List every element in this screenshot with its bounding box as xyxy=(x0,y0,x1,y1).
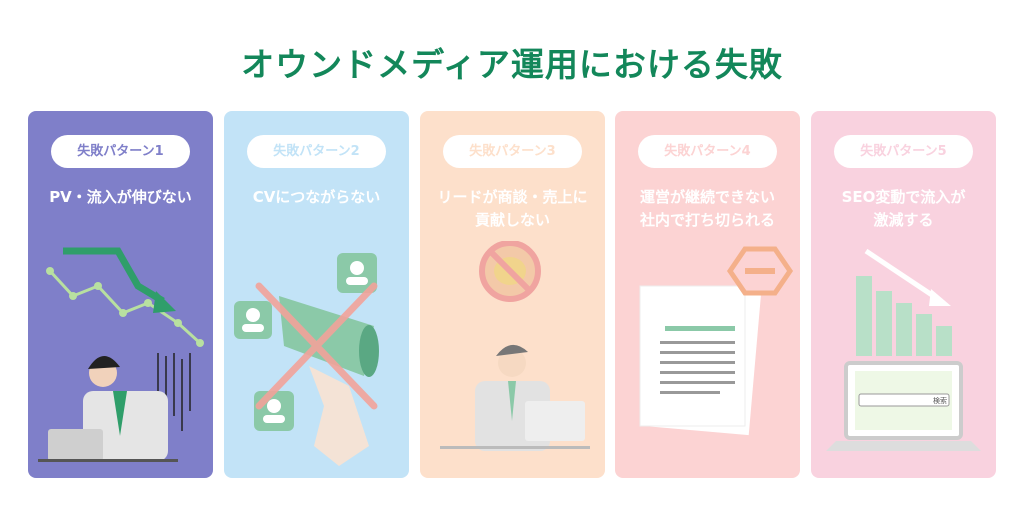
declining-chart-frustrated-person-icon xyxy=(38,247,204,462)
documents-stop-sign-icon xyxy=(639,246,794,436)
pattern-heading: SEO変動で流入が 激減する xyxy=(841,188,966,229)
declining-bars-laptop-search-icon: 検索 xyxy=(826,248,981,451)
card-pattern-5: 失敗パターン5 SEO変動で流入が 激減する 検索 xyxy=(811,111,996,478)
pattern-heading: リードが商談・売上に 貢献しない xyxy=(437,188,588,229)
pattern-heading: CVにつながらない xyxy=(252,188,381,206)
card-pattern-2: 失敗パターン2 CVにつながらない xyxy=(224,111,409,478)
pattern-badge: 失敗パターン5 xyxy=(834,135,973,168)
pattern-heading: PV・流入が伸びない xyxy=(49,188,192,206)
crossed-out-megaphone-icon xyxy=(234,253,379,466)
pattern-heading: 運営が継続できない 社内で打ち切られる xyxy=(639,188,775,229)
no-money-person-at-laptop-icon xyxy=(440,241,590,451)
pattern-badge: 失敗パターン3 xyxy=(443,135,582,168)
card-pattern-3: 失敗パターン3 リードが商談・売上に 貢献しない xyxy=(420,111,605,478)
pattern-badge: 失敗パターン4 xyxy=(638,135,777,168)
card-pattern-1: 失敗パターン1 PV・流入が伸びない xyxy=(28,111,213,478)
search-label: 検索 xyxy=(933,396,947,405)
pattern-badge: 失敗パターン1 xyxy=(51,135,190,168)
pattern-badge: 失敗パターン2 xyxy=(247,135,386,168)
card-pattern-4: 失敗パターン4 運営が継続できない 社内で打ち切られる xyxy=(615,111,800,478)
page-title: オウンドメディア運用における失敗 xyxy=(241,45,783,84)
